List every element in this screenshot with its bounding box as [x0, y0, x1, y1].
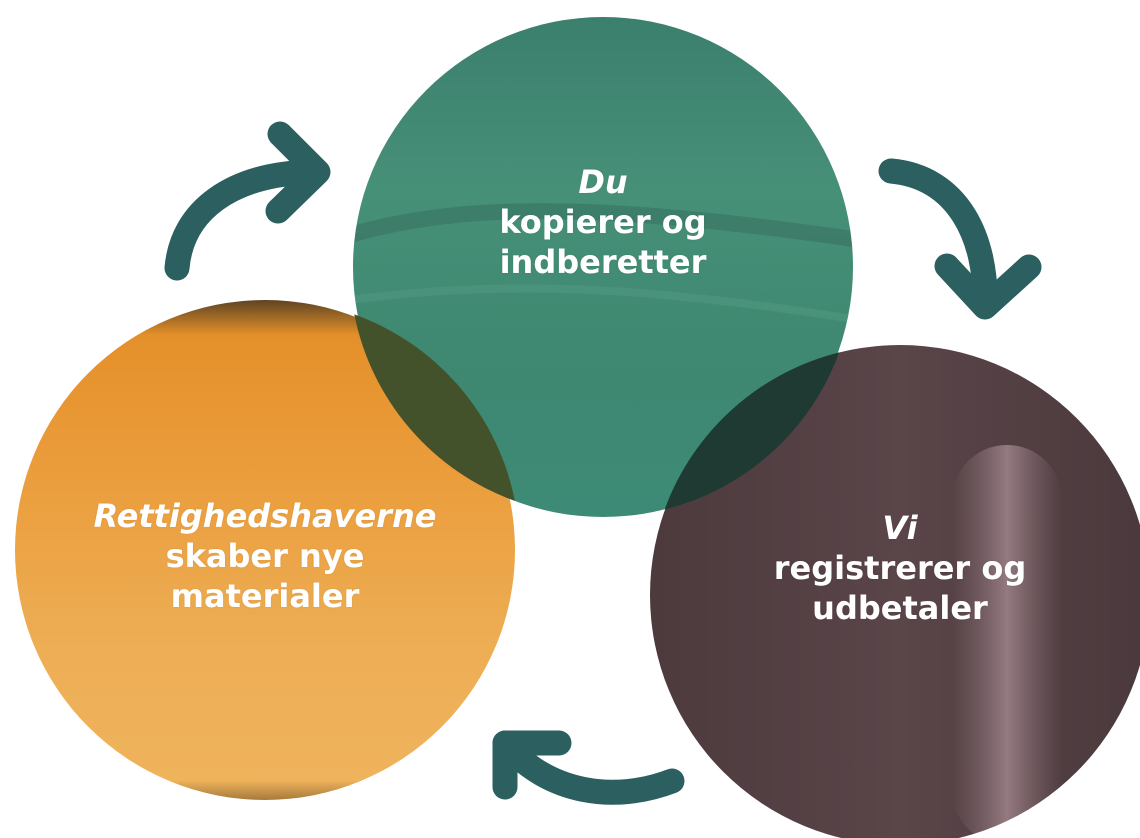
label-rettighedshaverne-line1: skaber nye	[165, 537, 365, 575]
label-rettighedshaverne-emphasis: Rettighedshaverne	[93, 497, 437, 535]
overlap-green-plum	[664, 352, 840, 510]
circle-rettighedshaverne	[15, 300, 515, 800]
label-vi: Vi registrerer og udbetaler	[700, 508, 1100, 628]
label-vi-emphasis: Vi	[882, 509, 918, 547]
label-du: Du kopierer og indberetter	[433, 162, 773, 282]
label-du-line2: indberetter	[499, 243, 707, 281]
arrow-to-du	[164, 121, 331, 281]
arrow-vi-to-rettighedshaverne	[492, 730, 685, 805]
label-du-emphasis: Du	[578, 163, 628, 201]
label-rettighedshaverne-line2: materialer	[170, 577, 360, 615]
label-rettighedshaverne: Rettighedshaverne skaber nye materialer	[20, 496, 510, 616]
circle-du	[353, 17, 853, 517]
arrow-du-to-vi	[878, 158, 1042, 320]
overlap-orange-green	[354, 314, 515, 501]
label-du-line1: kopierer og	[499, 203, 707, 241]
label-vi-line2: udbetaler	[812, 589, 988, 627]
label-vi-line1: registrerer og	[773, 549, 1027, 587]
